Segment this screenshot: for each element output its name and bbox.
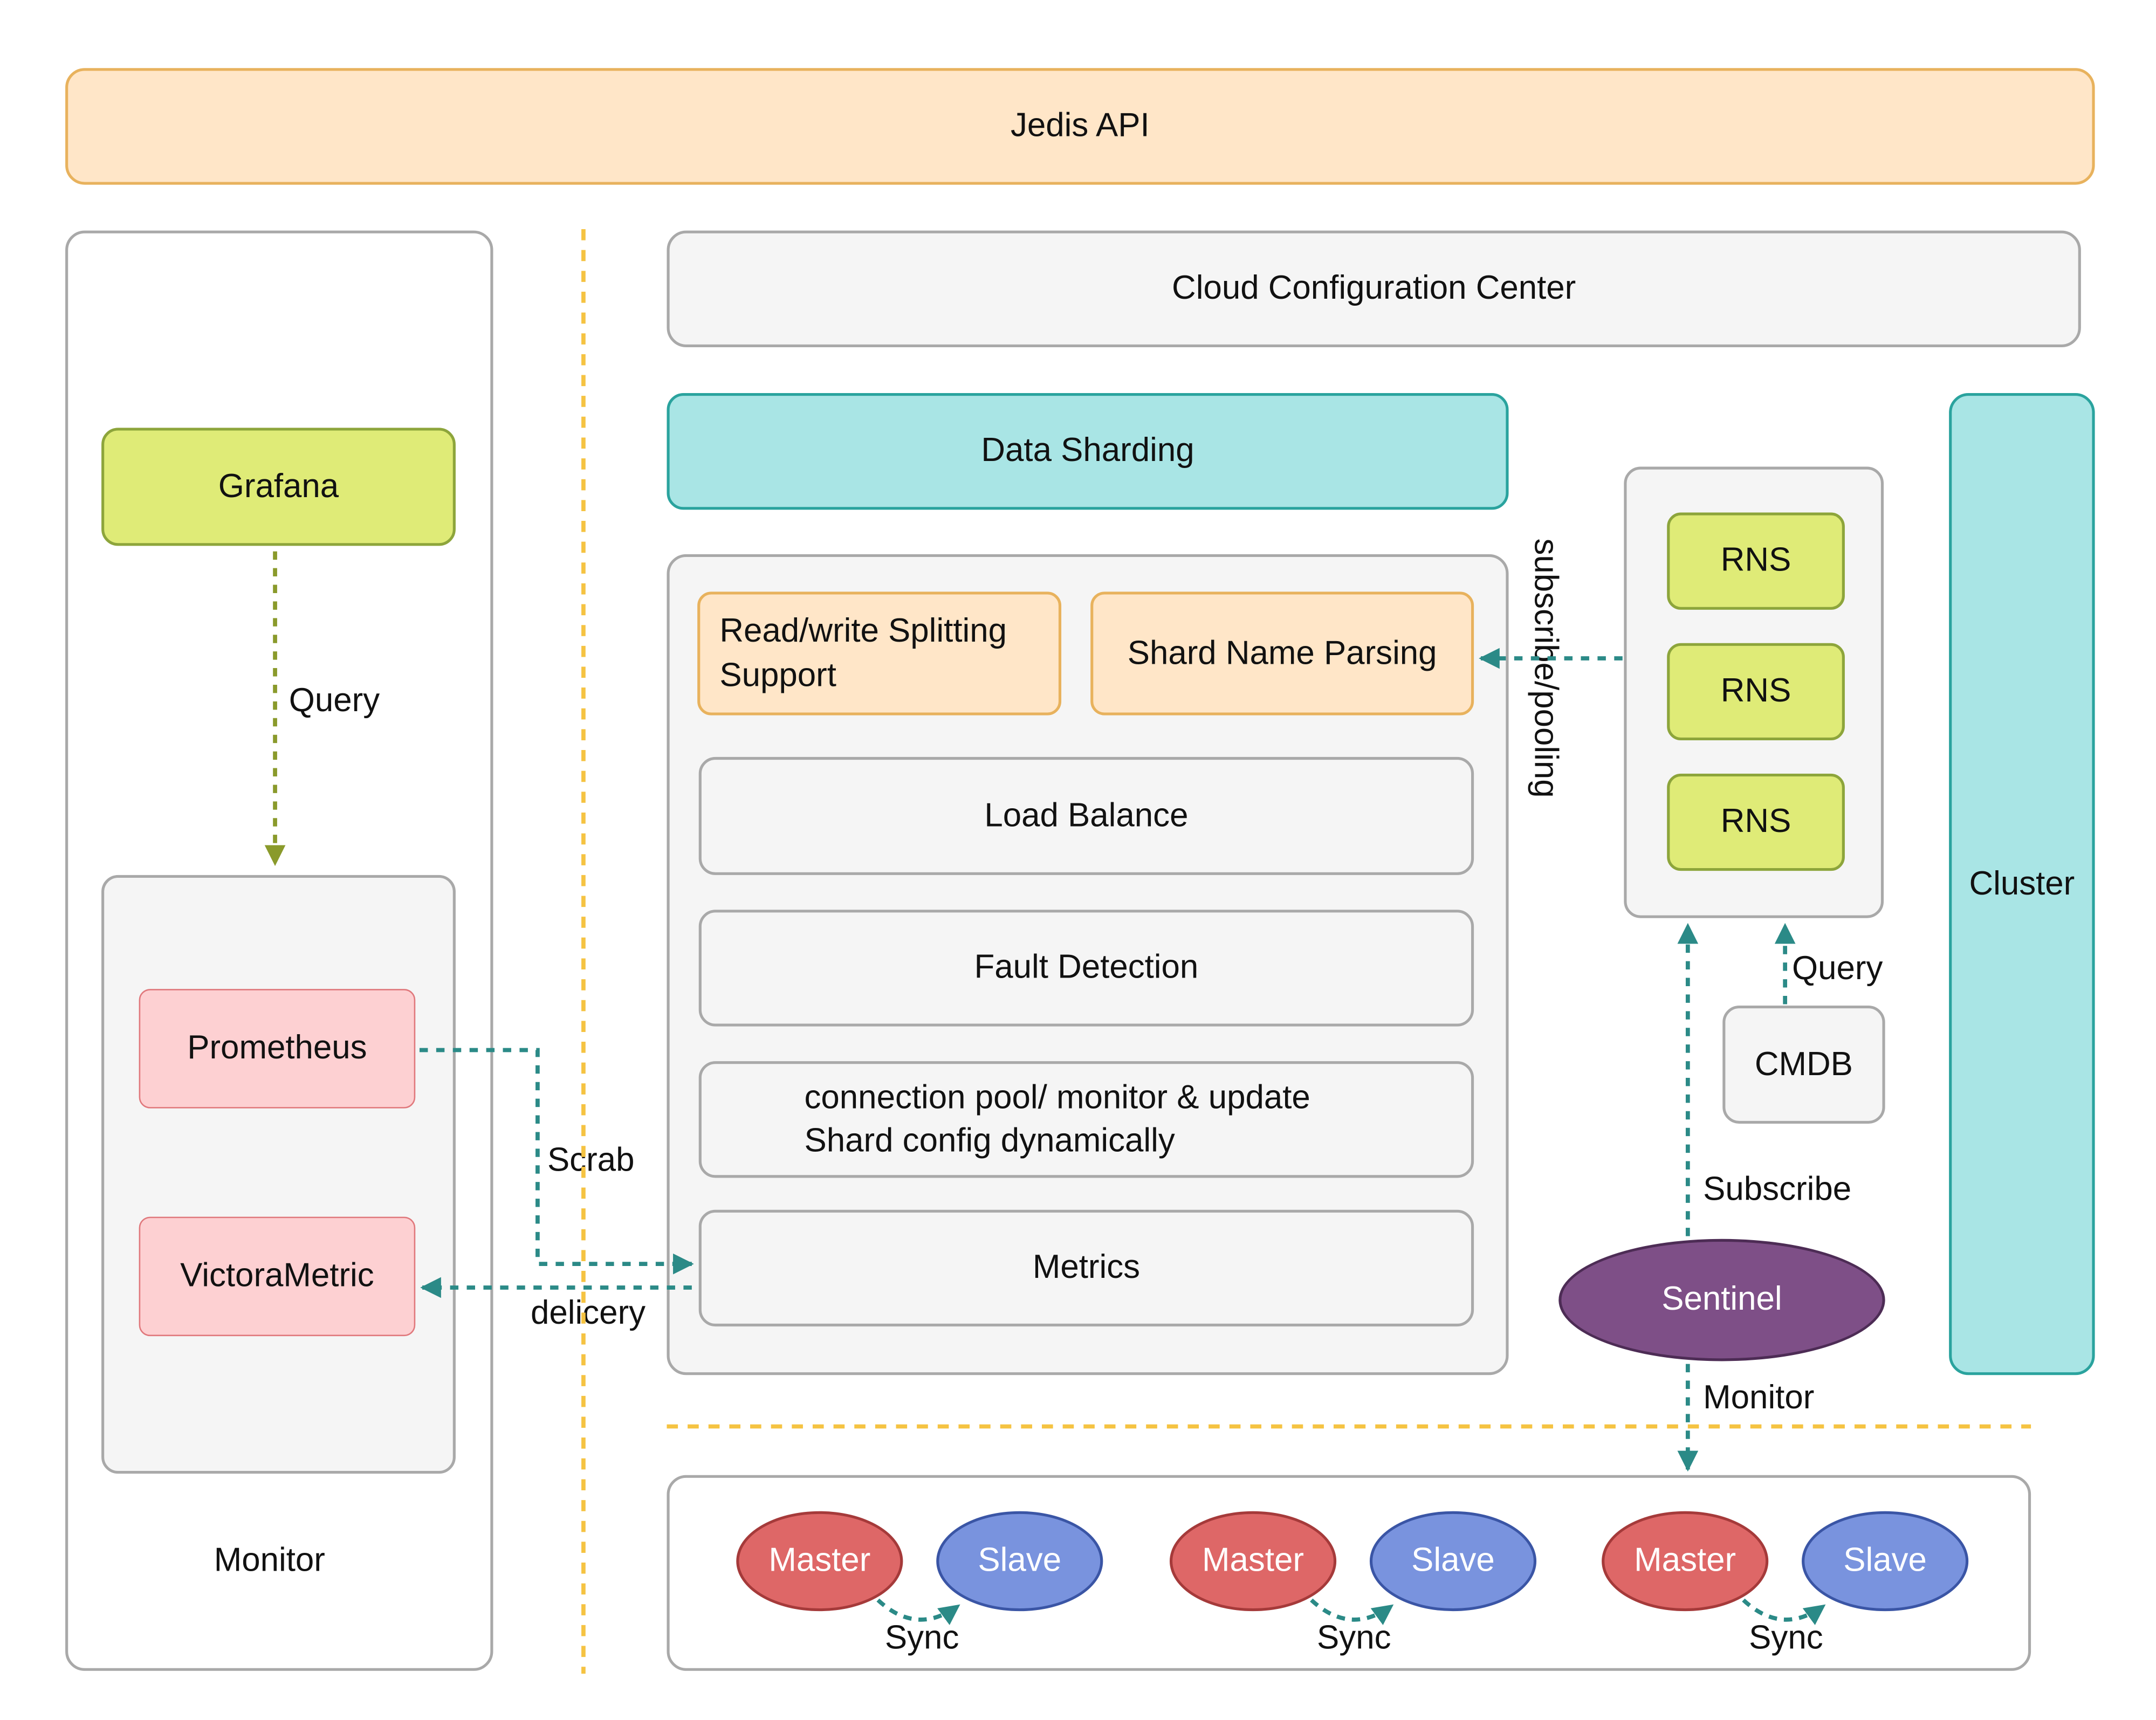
monitor-panel-label: Monitor [214, 1542, 325, 1579]
metrics-store-panel [101, 875, 456, 1474]
slave-label: Slave [1411, 1542, 1495, 1579]
delivery-label: delicery [531, 1294, 646, 1332]
sentinel-label: Sentinel [1661, 1281, 1782, 1318]
cmdb-label: CMDB [1754, 1045, 1853, 1084]
cmdb-box: CMDB [1722, 1006, 1885, 1124]
data-sharding-label: Data Sharding [981, 432, 1194, 470]
load-balance-box: Load Balance [698, 756, 1474, 875]
fault-detection-label: Fault Detection [974, 949, 1199, 987]
prometheus-box: Prometheus [139, 989, 416, 1109]
sync-label: Sync [884, 1619, 959, 1657]
master-label: Master [1634, 1542, 1736, 1579]
rns-node: RNS [1667, 773, 1845, 871]
victoriametric-box: VictoraMetric [139, 1216, 416, 1337]
rw-splitting-box: Read/write Splitting Support [697, 591, 1062, 715]
slave-label: Slave [978, 1542, 1062, 1579]
cluster-box: Cluster [1949, 393, 2095, 1375]
sync-arrow [876, 1598, 960, 1625]
rns-label: RNS [1720, 542, 1791, 580]
grafana-label: Grafana [218, 467, 339, 506]
sync-arrow [1310, 1598, 1394, 1625]
sentinel-node: Sentinel [1558, 1239, 1885, 1361]
scrab-label: Scrab [547, 1141, 635, 1180]
load-balance-label: Load Balance [984, 797, 1189, 835]
rns-label: RNS [1720, 803, 1791, 841]
rns-node: RNS [1667, 643, 1845, 741]
victoriametric-label: VictoraMetric [180, 1257, 374, 1295]
slave-node: Slave [1802, 1511, 1969, 1612]
connection-pool-line1: connection pool/ monitor & update [804, 1079, 1310, 1117]
rw-splitting-line2: Support [719, 656, 836, 694]
rw-splitting-line1: Read/write Splitting [719, 613, 1007, 651]
rns-node: RNS [1667, 512, 1845, 610]
slave-node: Slave [936, 1511, 1103, 1612]
grafana-query-label: Query [289, 682, 380, 720]
cluster-label: Cluster [1969, 865, 2075, 903]
slave-node: Slave [1369, 1511, 1537, 1612]
master-node: Master [1169, 1511, 1337, 1612]
jedis-api-label: Jedis API [1010, 107, 1150, 145]
connection-pool-line2: Shard config dynamically [804, 1122, 1175, 1160]
sync-label: Sync [1749, 1619, 1823, 1657]
master-label: Master [768, 1542, 871, 1579]
grafana-box: Grafana [101, 428, 456, 546]
sentinel-subscribe-label: Subscribe [1703, 1171, 1852, 1209]
cloud-config-center-box: Cloud Configuration Center [667, 230, 2081, 347]
shard-name-parsing-label: Shard Name Parsing [1127, 634, 1437, 672]
connection-pool-box: connection pool/ monitor & update Shard … [698, 1061, 1474, 1178]
master-label: Master [1202, 1542, 1304, 1579]
master-node: Master [736, 1511, 903, 1612]
sentinel-monitor-label: Monitor [1703, 1379, 1815, 1417]
jedis-api-box: Jedis API [65, 68, 2095, 185]
sync-label: Sync [1317, 1619, 1391, 1657]
metrics-box: Metrics [698, 1209, 1474, 1327]
scrab-arrow [419, 1048, 694, 1275]
metrics-label: Metrics [1032, 1249, 1141, 1287]
cloud-config-center-label: Cloud Configuration Center [1172, 270, 1576, 308]
data-sharding-box: Data Sharding [667, 393, 1509, 510]
cmdb-query-label: Query [1792, 950, 1883, 988]
fault-detection-box: Fault Detection [698, 910, 1474, 1027]
prometheus-label: Prometheus [187, 1029, 367, 1068]
slave-label: Slave [1843, 1542, 1927, 1579]
rns-label: RNS [1720, 672, 1791, 711]
sync-arrow [1742, 1598, 1826, 1625]
shard-name-parsing-box: Shard Name Parsing [1090, 591, 1474, 715]
master-node: Master [1602, 1511, 1769, 1612]
